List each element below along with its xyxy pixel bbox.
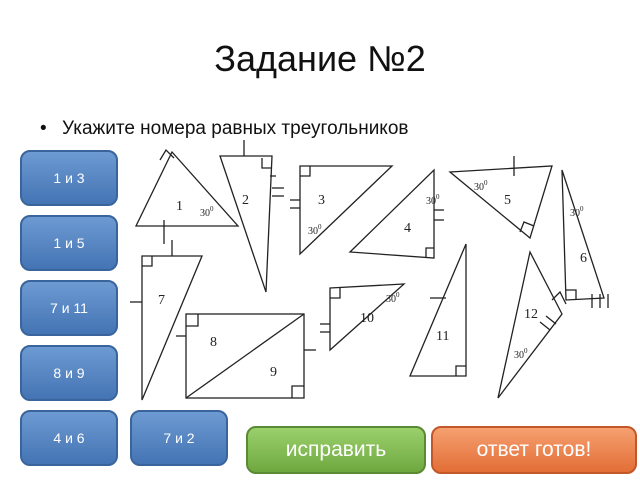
page-title: Задание №2 <box>214 38 426 79</box>
option-button-7-2[interactable]: 7 и 2 <box>130 410 228 466</box>
rectangle-8-9 <box>185 313 305 399</box>
angle-label: 300 <box>474 179 488 193</box>
angle-label: 300 <box>426 193 440 207</box>
option-button-1-3[interactable]: 1 и 3 <box>20 150 118 206</box>
tri-num: 11 <box>436 329 449 344</box>
tri-num: 1 <box>176 199 183 214</box>
triangle-3 <box>299 165 394 256</box>
tri-num: 4 <box>404 221 411 236</box>
fix-button[interactable]: исправить <box>246 426 426 474</box>
bullet-icon: • <box>40 118 47 139</box>
triangle-7 <box>141 255 203 401</box>
angle-label: 300 <box>570 205 584 219</box>
right-angle-mark <box>159 148 175 161</box>
triangle-11 <box>409 243 467 377</box>
tri-num: 8 <box>210 335 217 350</box>
angle-label: 300 <box>200 205 214 219</box>
tri-num: 7 <box>158 293 165 308</box>
tri-num: 6 <box>580 251 587 266</box>
option-button-4-6[interactable]: 4 и 6 <box>20 410 118 466</box>
triangle-5 <box>448 165 553 240</box>
tri-num: 10 <box>360 311 374 326</box>
triangle-2 <box>219 155 273 293</box>
option-button-8-9[interactable]: 8 и 9 <box>20 345 118 401</box>
tri-num: 5 <box>504 193 511 208</box>
task-text: • Укажите номера равных треугольников <box>40 118 409 140</box>
triangle-6 <box>561 169 605 301</box>
answer-ready-button[interactable]: ответ готов! <box>431 426 637 474</box>
tri-num: 3 <box>318 193 325 208</box>
triangle-12 <box>497 250 563 399</box>
tri-num: 9 <box>270 365 277 380</box>
tri-num: 2 <box>242 193 249 208</box>
angle-label: 300 <box>386 291 400 305</box>
triangle-4 <box>348 168 435 259</box>
option-button-1-5[interactable]: 1 и 5 <box>20 215 118 271</box>
triangle-10 <box>329 283 406 352</box>
angle-label: 300 <box>308 223 322 237</box>
tri-num: 12 <box>524 307 538 322</box>
option-button-7-11[interactable]: 7 и 11 <box>20 280 118 336</box>
task-label: Укажите номера равных треугольников <box>62 118 409 139</box>
triangle-1 <box>134 150 240 227</box>
angle-label: 300 <box>514 347 528 361</box>
